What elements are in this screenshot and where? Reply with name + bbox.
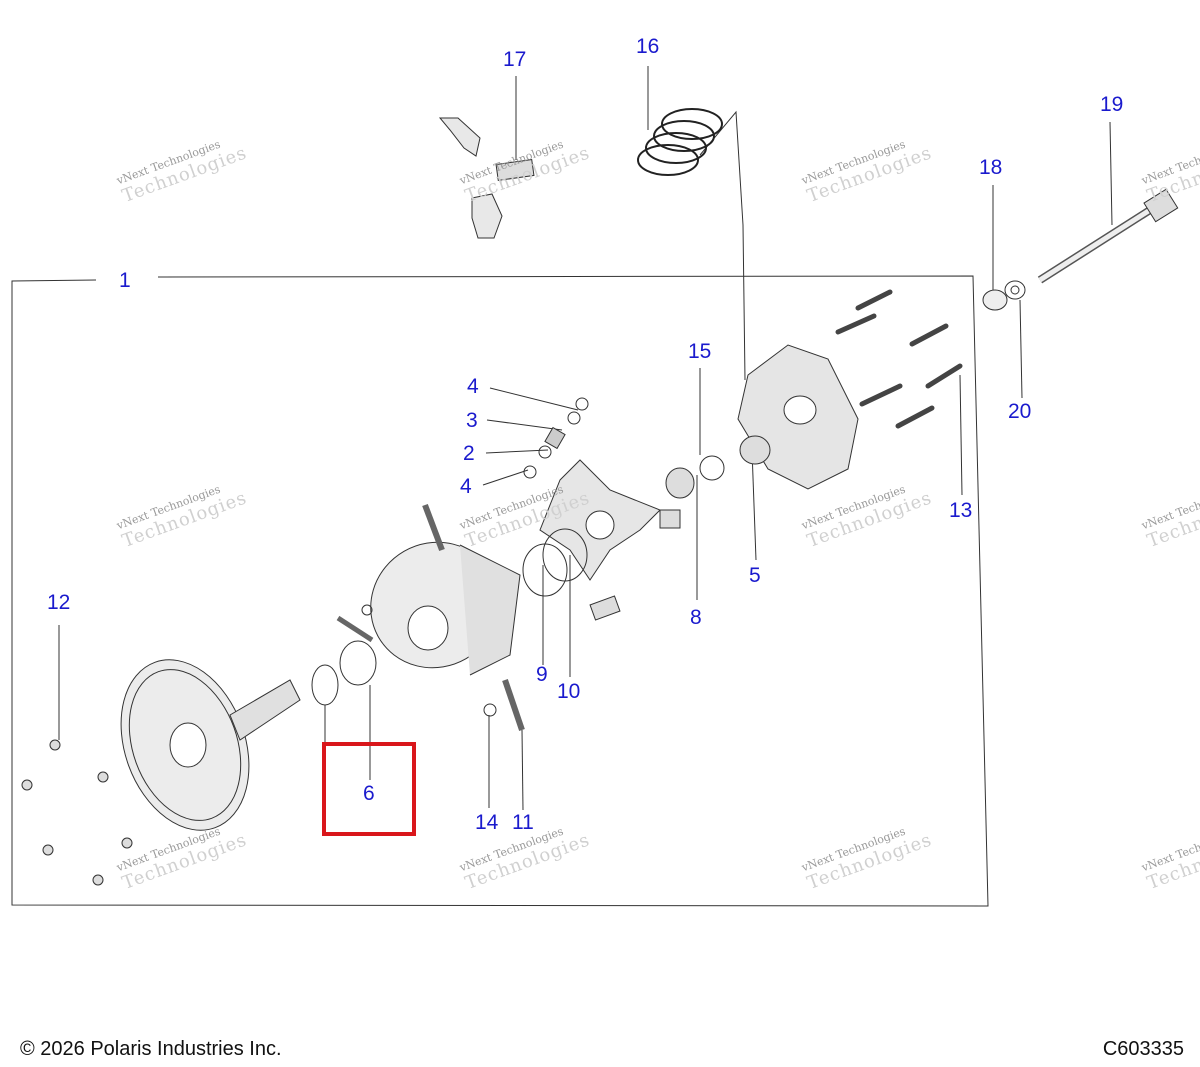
callout-20[interactable]: 20	[1008, 400, 1032, 423]
assembly-frame	[11, 275, 989, 907]
callout-1[interactable]: 1	[119, 269, 131, 292]
callout-6[interactable]: 6	[363, 782, 375, 805]
callout-18[interactable]: 18	[979, 156, 1003, 179]
diagram-code: C603335	[1102, 1038, 1184, 1060]
callout-10[interactable]: 10	[557, 680, 581, 703]
copyright-text: © 2026 Polaris Industries Inc.	[20, 1038, 282, 1060]
callout-3[interactable]: 3	[466, 409, 478, 432]
callout-15[interactable]: 15	[688, 340, 712, 363]
callout-17[interactable]: 17	[503, 48, 527, 71]
callout-16[interactable]: 16	[636, 35, 660, 58]
callout-8[interactable]: 8	[690, 606, 702, 629]
callout-14[interactable]: 14	[475, 811, 499, 834]
highlight-box	[322, 742, 416, 836]
callout-11[interactable]: 11	[512, 811, 534, 834]
callout-4-upper[interactable]: 4	[467, 375, 479, 398]
callout-19[interactable]: 19	[1100, 93, 1124, 116]
callout-13[interactable]: 13	[949, 499, 973, 522]
callout-5[interactable]: 5	[749, 564, 761, 587]
callout-9[interactable]: 9	[536, 663, 548, 686]
callout-2[interactable]: 2	[463, 442, 475, 465]
callout-12[interactable]: 12	[47, 591, 71, 614]
callout-4-lower[interactable]: 4	[460, 475, 472, 498]
